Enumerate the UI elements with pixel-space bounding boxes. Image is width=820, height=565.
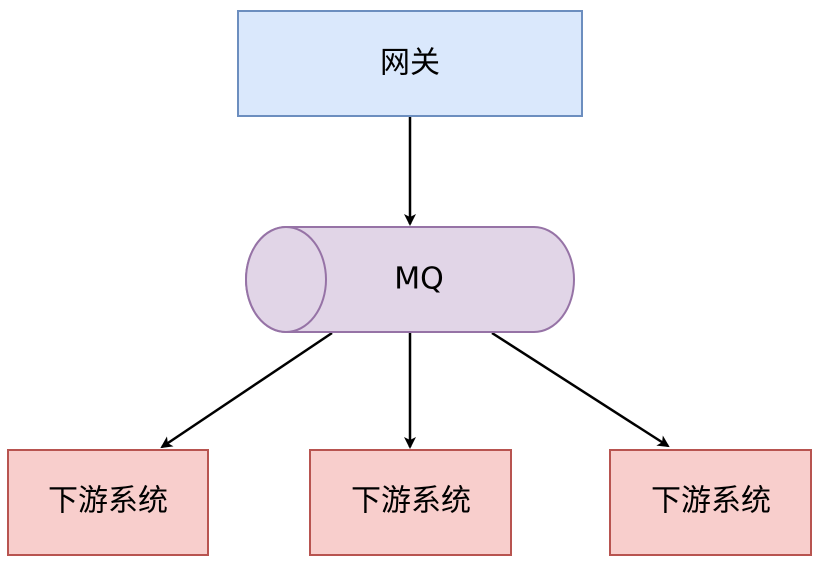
downstream-box-left (7, 449, 209, 556)
gateway-label: 网关 (380, 46, 440, 81)
downstream-system-right[interactable]: 下游系统 (609, 449, 812, 556)
downstream-label-left: 下游系统 (48, 484, 168, 519)
edge-mq-to-downstream-left (160, 331, 333, 449)
downstream-system-left[interactable]: 下游系统 (7, 449, 209, 556)
edges (160, 117, 670, 449)
edge-mq-to-downstream-right (491, 331, 670, 448)
downstream-box-center (309, 449, 512, 556)
mq-cylinder-cap (245, 226, 327, 333)
mq-node[interactable]: MQ (245, 226, 575, 333)
downstream-label-right: 下游系统 (651, 484, 771, 519)
gateway-node[interactable]: 网关 (237, 10, 583, 117)
gateway-box (237, 10, 583, 117)
mq-label: MQ (394, 262, 444, 297)
downstream-system-center[interactable]: 下游系统 (309, 449, 512, 556)
downstream-box-right (609, 449, 812, 556)
downstream-label-center: 下游系统 (351, 484, 471, 519)
